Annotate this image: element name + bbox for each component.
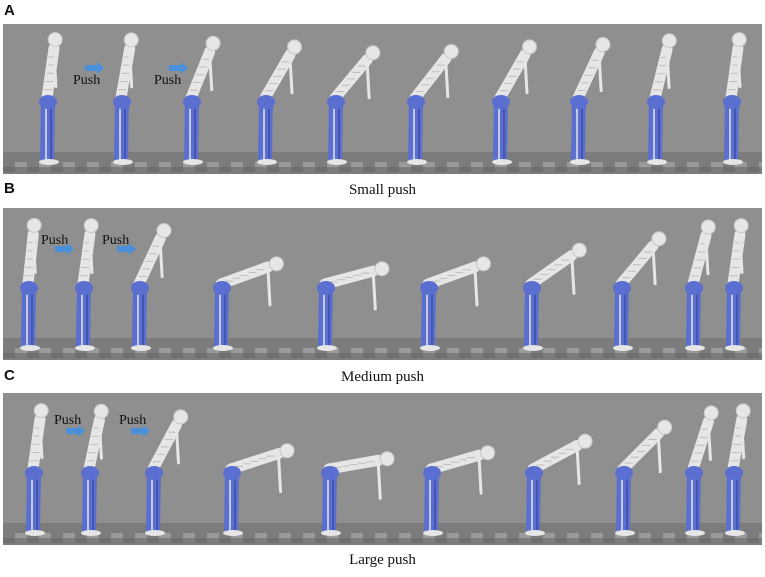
panel-a-skeleton-10 bbox=[723, 32, 747, 165]
panel-a-push-arrow-2 bbox=[169, 62, 188, 74]
panel-letter-a: A bbox=[4, 2, 15, 19]
panel-a-skeleton-5 bbox=[327, 45, 381, 165]
panel-a-skeleton-4 bbox=[257, 39, 302, 165]
panel-a-skeleton-7 bbox=[492, 39, 537, 165]
panel-c-skeleton-5 bbox=[321, 451, 395, 536]
skeleton-strip-c: Push Push bbox=[3, 393, 762, 545]
panel-a-push-arrow-1 bbox=[85, 62, 104, 74]
panel-c-skeleton-2 bbox=[81, 403, 109, 536]
panel-a-skeleton-6 bbox=[407, 44, 459, 165]
panel-b-skeleton-1 bbox=[20, 217, 42, 351]
panel-c-skeleton-1 bbox=[25, 403, 49, 536]
skeleton-sequence-b: Push Push bbox=[3, 217, 762, 360]
caption-large-push: Large push bbox=[349, 552, 416, 568]
panel-b-skeleton-10 bbox=[725, 218, 749, 351]
panel-a-skeleton-8 bbox=[570, 37, 611, 165]
push-label-a1: Push bbox=[73, 73, 100, 88]
panel-b-skeleton-8 bbox=[613, 231, 667, 351]
push-label-b1: Push bbox=[41, 233, 68, 248]
panel-b-skeleton-2 bbox=[75, 218, 99, 351]
panel-letter-c: C bbox=[4, 367, 15, 384]
panel-c-skeleton-9 bbox=[685, 405, 719, 536]
panel-c-skeleton-8 bbox=[615, 419, 673, 536]
panel-c-skeleton-4 bbox=[223, 443, 295, 536]
caption-small-push: Small push bbox=[348, 182, 417, 198]
panel-a-skeleton-1 bbox=[39, 32, 63, 165]
panel-b-skeleton-4 bbox=[213, 256, 284, 351]
caption-medium-push: Medium push bbox=[341, 369, 424, 385]
panel-b-skeleton-9 bbox=[685, 219, 716, 351]
skeleton-strip-b: Push Push bbox=[3, 208, 762, 360]
panel-b-skeleton-6 bbox=[420, 256, 491, 351]
panel-letter-b: B bbox=[4, 180, 15, 197]
panel-c-skeleton-7 bbox=[525, 433, 593, 536]
push-label-a2: Push bbox=[154, 73, 181, 88]
panel-c-push-arrow-2 bbox=[131, 425, 150, 437]
skeleton-sequence-c: Push Push bbox=[3, 403, 762, 545]
panel-b-skeleton-3 bbox=[131, 223, 172, 351]
push-label-c2: Push bbox=[119, 413, 146, 428]
skeleton-strip-a: Push Push bbox=[3, 24, 762, 174]
panel-a-skeleton-3 bbox=[183, 35, 221, 165]
panel-b-push-arrow-1 bbox=[55, 243, 74, 255]
panel-c-skeleton-3 bbox=[145, 409, 189, 536]
panel-b-push-arrow-2 bbox=[117, 243, 136, 255]
panel-c-skeleton-6 bbox=[423, 445, 496, 536]
panel-a-skeleton-2 bbox=[113, 32, 139, 165]
skeleton-sequence-a: Push Push bbox=[3, 32, 762, 174]
panel-c-push-arrow-1 bbox=[66, 425, 85, 437]
panel-b-skeleton-7 bbox=[523, 242, 587, 351]
panel-c-skeleton-10 bbox=[725, 403, 751, 536]
panel-a-skeleton-9 bbox=[647, 33, 677, 165]
push-label-b2: Push bbox=[102, 233, 129, 248]
panel-b-skeleton-5 bbox=[317, 261, 390, 351]
push-label-c1: Push bbox=[54, 413, 81, 428]
